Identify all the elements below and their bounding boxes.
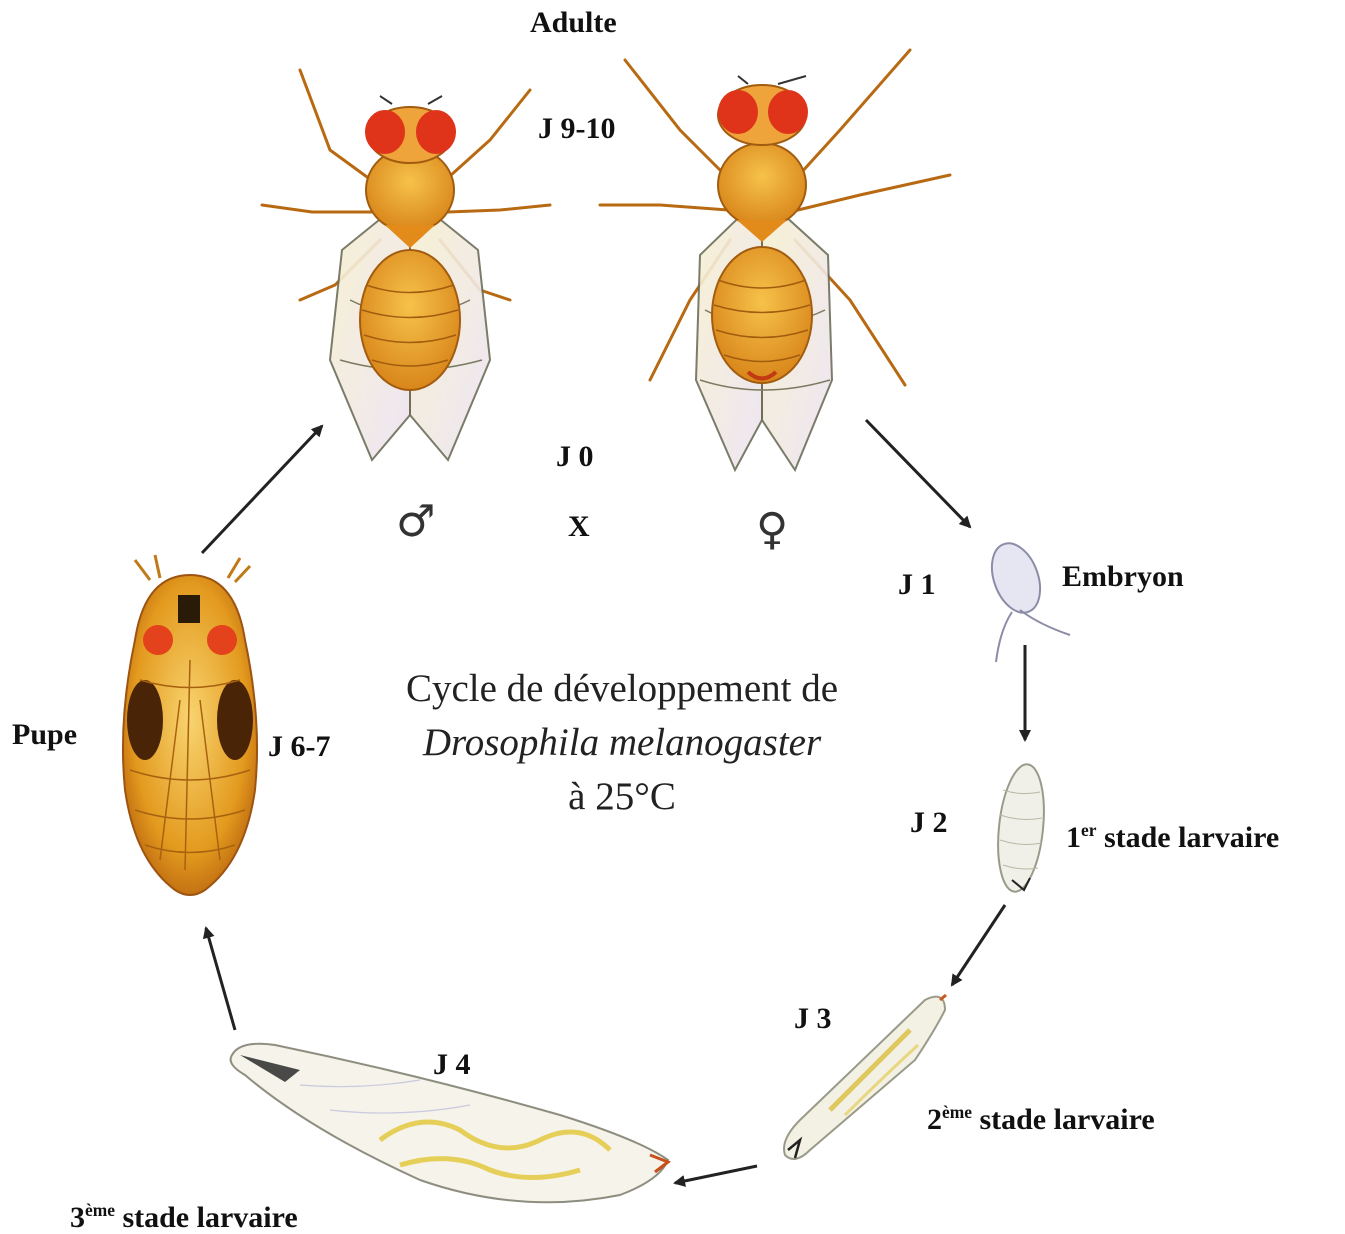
adult-label: Adulte <box>530 8 617 38</box>
female-fly-illustration <box>600 50 950 470</box>
third-instar-suffix: ème <box>85 1200 115 1220</box>
third-instar-label: 3ème stade larvaire <box>70 1202 298 1233</box>
arrow-first-to-second-instar <box>952 905 1005 985</box>
embryo-label: Embryon <box>1062 562 1184 592</box>
diagram-title: Cycle de développement de Drosophila mel… <box>322 662 922 824</box>
pupa-illustration <box>123 555 257 895</box>
male-symbol: ♂ <box>396 500 435 544</box>
embryo-illustration <box>983 537 1070 662</box>
title-line-1: Cycle de développement de <box>322 662 922 716</box>
first-instar-number: 1 <box>1066 821 1081 854</box>
second-instar-suffix: ème <box>942 1102 972 1122</box>
third-instar-number: 3 <box>70 1201 85 1234</box>
title-line-2-species: Drosophila melanogaster <box>322 716 922 770</box>
arrow-pupa-to-adult <box>202 426 322 553</box>
arrow-adult-to-embryo <box>866 420 970 527</box>
second-instar-label: 2ème stade larvaire <box>927 1104 1155 1135</box>
arrow-second-to-third-instar <box>675 1166 757 1183</box>
male-fly-illustration <box>262 70 550 460</box>
mating-day-label: J 0 <box>556 442 594 472</box>
first-instar-name: stade larvaire <box>1104 821 1279 854</box>
first-instar-larva-illustration <box>992 762 1049 894</box>
second-instar-number: 2 <box>927 1103 942 1136</box>
third-instar-name: stade larvaire <box>122 1201 297 1234</box>
second-instar-name: stade larvaire <box>979 1103 1154 1136</box>
title-line-3-temperature: à 25°C <box>322 770 922 824</box>
second-instar-day-label: J 3 <box>794 1004 832 1034</box>
adult-day-label: J 9-10 <box>538 114 616 144</box>
first-instar-label: 1er stade larvaire <box>1066 822 1279 853</box>
pupa-label: Pupe <box>12 720 77 750</box>
female-symbol: ♀ <box>756 508 788 552</box>
embryo-day-label: J 1 <box>898 570 936 600</box>
cross-symbol: X <box>568 512 590 542</box>
third-instar-day-label: J 4 <box>433 1050 471 1080</box>
arrow-third-instar-to-pupa <box>206 928 235 1030</box>
first-instar-suffix: er <box>1081 820 1096 840</box>
